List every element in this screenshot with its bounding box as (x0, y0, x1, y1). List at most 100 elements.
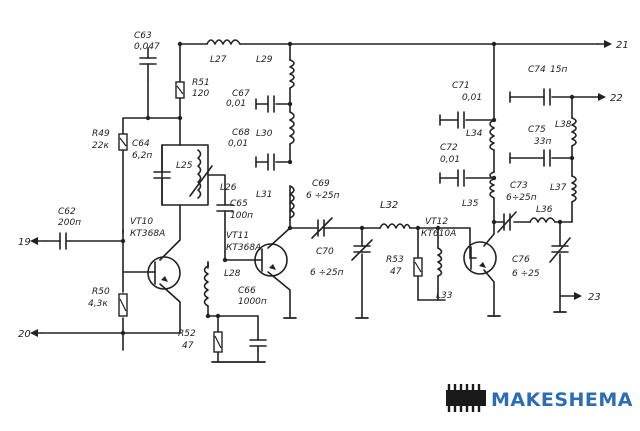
value-c63: 0,047 (134, 42, 160, 52)
inductor-l28 (203, 265, 209, 307)
value-c74: 15п (550, 65, 567, 75)
value-c62: 200п (58, 218, 81, 228)
label-l25: L25 (176, 161, 193, 171)
value-c68: 0,01 (228, 139, 248, 149)
capacitor-c72 (439, 169, 465, 187)
value-c65: 100п (230, 211, 253, 221)
component-labels: C63 0,047 R51 120 R49 22к C64 6,2п L25 L… (18, 31, 629, 351)
label-vt11: VT11 (226, 231, 249, 241)
value-c71: 0,01 (462, 93, 482, 103)
value-r49: 22к (92, 141, 109, 151)
value-vt12: КТ610А (421, 229, 456, 239)
inductor-l30 (289, 111, 295, 145)
value-c75: 33п (534, 137, 551, 147)
transistor-vt12 (463, 241, 497, 275)
label-c68: C68 (232, 128, 250, 138)
label-l26: L26 (220, 183, 237, 193)
capacitor-c71 (439, 111, 465, 129)
capacitor-c63 (139, 57, 157, 81)
label-l32: L32 (380, 200, 398, 211)
label-l34: L34 (466, 129, 483, 139)
label-r49: R49 (92, 129, 110, 139)
label-c76: C76 (512, 255, 530, 265)
terminal-21: 21 (616, 40, 629, 51)
label-l28: L28 (224, 269, 241, 279)
terminal-20: 20 (18, 329, 31, 340)
label-l37: L37 (550, 183, 567, 193)
capacitor-c76 (549, 237, 571, 263)
label-r52: R52 (178, 329, 196, 339)
value-r53: 47 (390, 267, 402, 277)
label-l30: L30 (256, 129, 273, 139)
label-c73: C73 (510, 181, 528, 191)
inductor-l37 (571, 175, 577, 203)
resistors (118, 81, 423, 353)
value-c76: 6 ÷25 (512, 269, 540, 279)
inductor-l29 (289, 59, 295, 89)
label-l33: L33 (436, 291, 453, 301)
value-r50: 4,3к (88, 299, 108, 309)
value-c73: 6÷25п (506, 193, 537, 203)
label-l35: L35 (462, 199, 479, 209)
capacitor-c70 (351, 239, 373, 261)
label-l29: L29 (256, 55, 273, 65)
capacitor-c69 (311, 217, 333, 239)
inductor-l32 (379, 223, 411, 229)
label-r50: R50 (92, 287, 110, 297)
transistor-vt10 (147, 256, 181, 290)
terminals (30, 40, 612, 337)
value-c66: 1000п (238, 297, 267, 307)
label-c62: C62 (58, 207, 76, 217)
label-c75: C75 (528, 125, 546, 135)
transistor-vt11 (254, 243, 288, 277)
capacitor-c62 (59, 232, 71, 250)
inductor-l33 (437, 247, 443, 277)
value-r51: 120 (192, 89, 209, 99)
inductor-l31 (289, 185, 295, 219)
capacitors (59, 57, 571, 351)
inductor-l36 (529, 217, 556, 223)
label-c70: C70 (316, 247, 334, 257)
inductors (197, 39, 577, 307)
chip-icon (446, 384, 486, 412)
capacitor-c75 (543, 149, 551, 167)
transistors (147, 241, 497, 290)
label-c74: C74 (528, 65, 546, 75)
label-r53: R53 (386, 255, 404, 265)
inductor-l25 (197, 149, 202, 199)
value-c70: 6 ÷25п (310, 268, 344, 278)
value-r52: 47 (182, 341, 194, 351)
label-l38: L38 (555, 120, 572, 130)
capacitor-c66 (249, 339, 267, 351)
capacitor-c68 (255, 153, 275, 171)
capacitor-c74 (543, 88, 551, 106)
label-c67: C67 (232, 89, 250, 99)
inductor-l38 (571, 117, 577, 147)
value-c67: 0,01 (226, 99, 246, 109)
capacitor-c64 (153, 144, 171, 206)
trimmer-l26 (189, 165, 213, 197)
wires (41, 43, 599, 363)
value-c72: 0,01 (440, 155, 460, 165)
label-l31: L31 (256, 190, 272, 200)
label-c65: C65 (230, 199, 248, 209)
inductor-l35 (489, 171, 495, 199)
capacitor-c67 (255, 95, 275, 113)
terminal-23: 23 (588, 292, 601, 303)
inductor-l34 (489, 119, 495, 151)
capacitor-c65 (216, 204, 234, 216)
watermark-logo: MAKESHEMA (446, 384, 633, 412)
value-vt10: КТ368А (130, 229, 165, 239)
label-vt10: VT10 (130, 217, 153, 227)
label-vt12: VT12 (425, 217, 448, 227)
label-c66: C66 (238, 286, 256, 296)
label-c64: C64 (132, 139, 150, 149)
inductor-l27 (206, 39, 241, 45)
capacitor-c73 (497, 211, 517, 233)
junctions (120, 41, 575, 336)
label-c69: C69 (312, 179, 330, 189)
terminal-19: 19 (18, 237, 31, 248)
logo-text: MAKESHEMA (491, 389, 633, 411)
